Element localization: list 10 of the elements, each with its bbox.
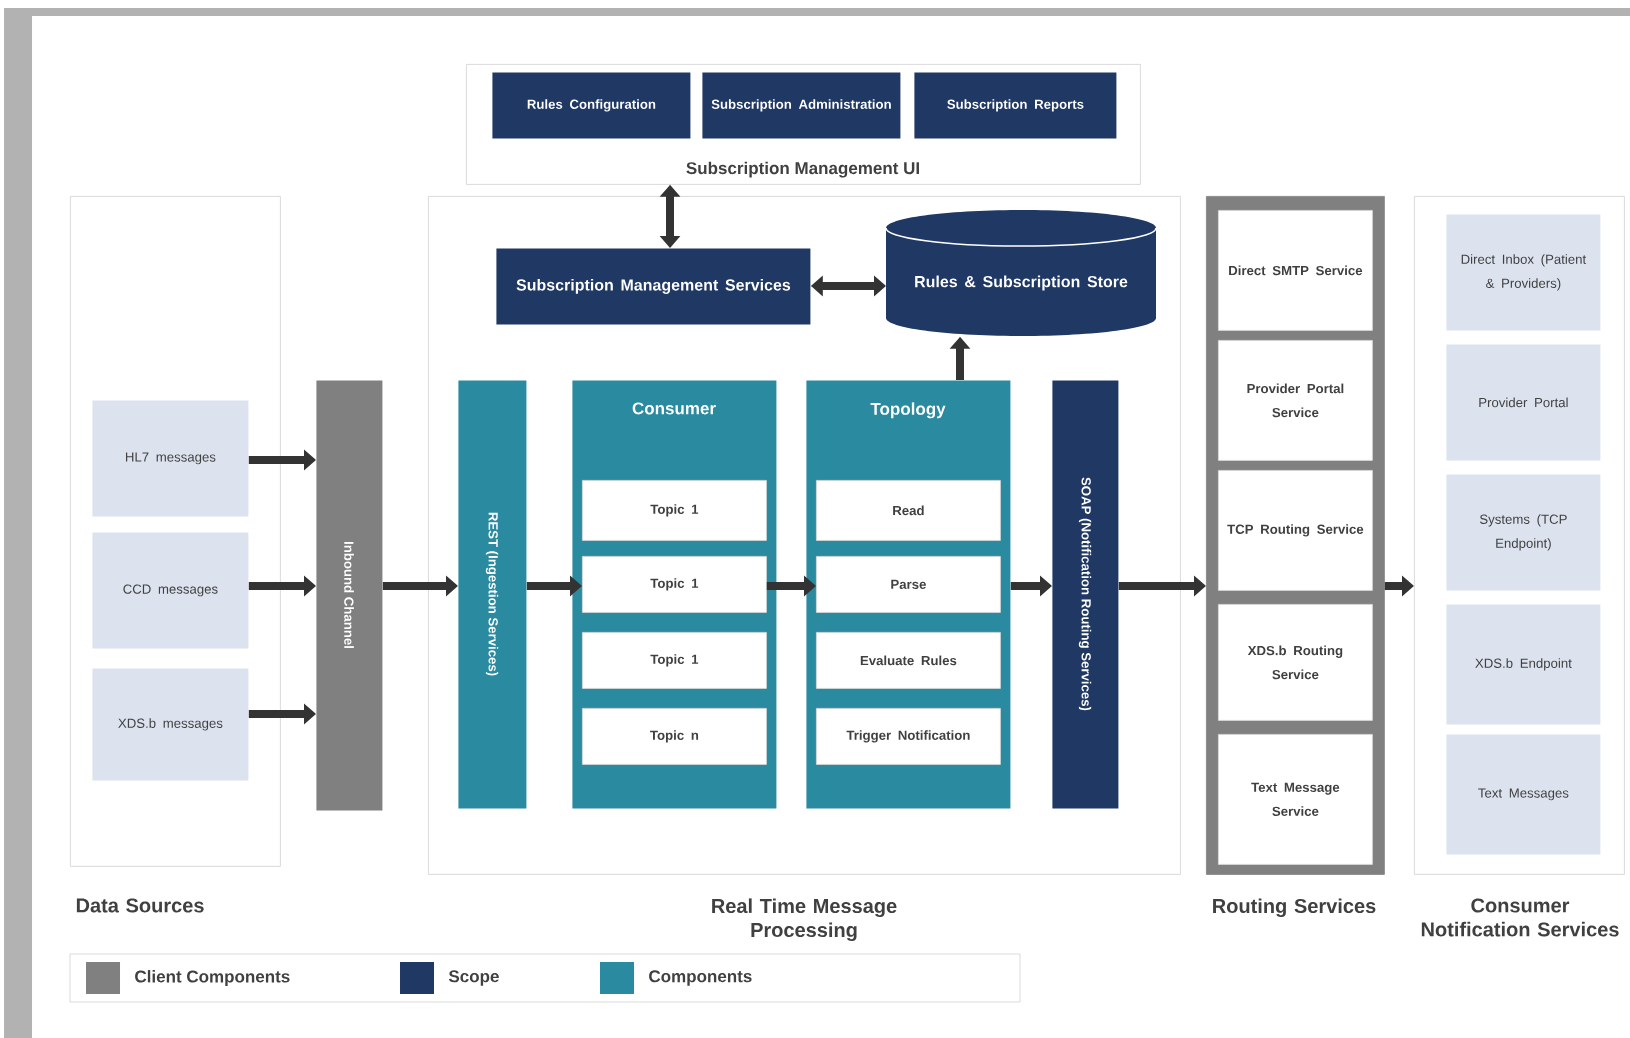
- database-cylinder: Rules & Subscription Store: [885, 210, 1157, 336]
- panel-heading: Consumer Notification Services: [1421, 898, 1619, 937]
- legend-label: Client Components: [135, 970, 290, 986]
- panel-heading: Subscription Management UI: [686, 161, 919, 178]
- legend-label: Scope: [448, 970, 499, 986]
- legend-label: Components: [649, 970, 752, 986]
- panel-heading: Real Time Message Processing: [712, 898, 897, 942]
- service-box: Subscription Management Services: [496, 248, 811, 325]
- panel-heading: Routing Services: [1213, 898, 1376, 918]
- panel-heading: Data Sources: [76, 898, 204, 913]
